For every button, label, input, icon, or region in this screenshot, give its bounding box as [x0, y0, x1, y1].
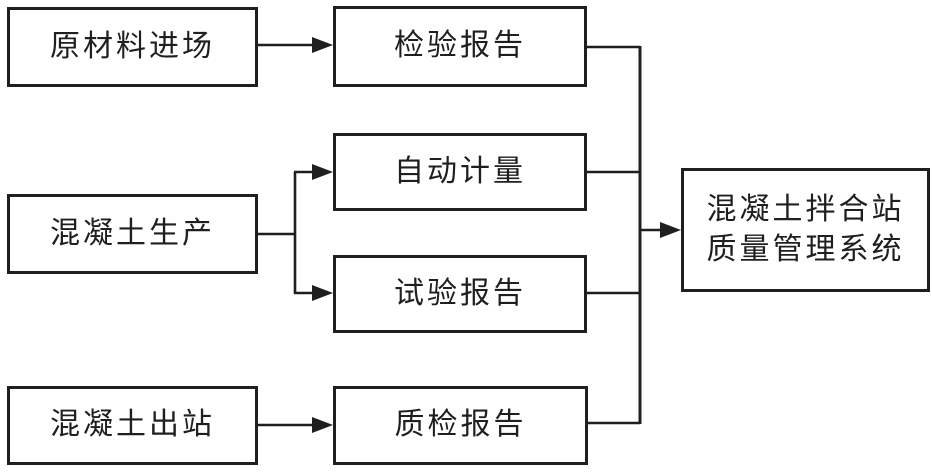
arrowhead-production-to-test	[312, 285, 333, 301]
node-concrete-outbound: 混凝土出站	[7, 386, 258, 465]
node-inspection-report: 检验报告	[333, 6, 587, 87]
node-concrete-production: 混凝土生产	[7, 194, 258, 274]
node-raw-material-entry: 原材料进场	[7, 7, 258, 87]
node-inspection-report-label: 检验报告	[394, 29, 526, 63]
node-management-system-label-line2: 质量管理系统	[706, 233, 905, 266]
arrowhead-collector-to-system	[660, 222, 681, 238]
node-test-report: 试验报告	[333, 255, 587, 333]
node-management-system: 混凝土拌合站 质量管理系统	[681, 168, 930, 292]
node-concrete-production-label: 混凝土生产	[50, 216, 215, 250]
node-automatic-metering: 自动计量	[333, 133, 587, 211]
arrowhead-production-to-metering	[312, 164, 333, 180]
node-quality-inspection-report-label: 质检报告	[394, 408, 527, 442]
node-raw-material-entry-label: 原材料进场	[50, 29, 215, 63]
node-test-report-label: 试验报告	[394, 276, 526, 310]
arrowhead-raw-to-inspection	[312, 37, 333, 53]
node-concrete-outbound-label: 混凝土出站	[50, 408, 215, 442]
node-automatic-metering-label: 自动计量	[394, 154, 526, 188]
arrowhead-outbound-to-quality	[312, 417, 333, 433]
node-quality-inspection-report: 质检报告	[333, 386, 588, 465]
node-management-system-label-line1: 混凝土拌合站	[706, 192, 905, 226]
